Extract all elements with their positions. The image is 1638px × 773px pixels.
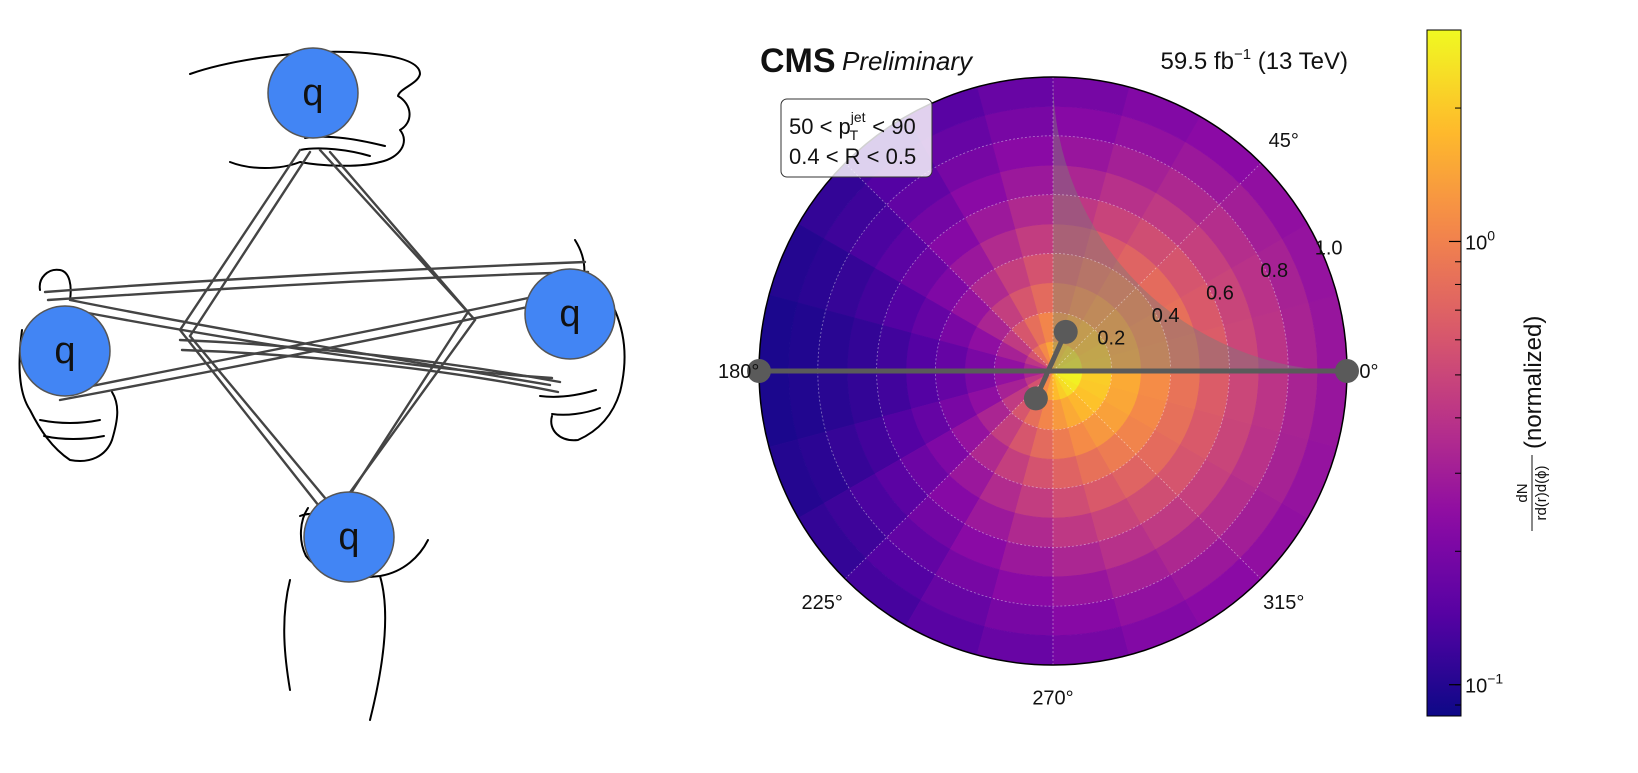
hand-top xyxy=(189,50,421,169)
radial-tick-label: 0.4 xyxy=(1152,305,1180,327)
quark-bottom: q xyxy=(303,491,395,583)
radial-tick-label: 0.6 xyxy=(1206,282,1234,304)
heatmap-cell xyxy=(1194,370,1230,417)
colorbar-label-denominator: rd(r)d(ϕ) xyxy=(1533,465,1550,520)
r-range-label: 0.4 < R < 0.5 xyxy=(789,144,916,169)
colorbar-ticks: 100 10−1 xyxy=(1449,29,1503,706)
heatmap-cell xyxy=(876,325,912,372)
angular-gridline xyxy=(844,162,1054,372)
experiment-label: CMS xyxy=(760,42,836,80)
axis-marker xyxy=(747,359,771,383)
quark-left: q xyxy=(19,305,111,397)
status-label: Preliminary xyxy=(842,46,974,76)
quark-label: q xyxy=(302,72,323,114)
radial-tick-label: 0.2 xyxy=(1097,327,1125,349)
colorbar-label-suffix: (normalized) xyxy=(1520,316,1547,449)
angular-tick-label: 270° xyxy=(1032,687,1073,709)
axis-marker xyxy=(1335,359,1359,383)
colorbar-label: dN rd(r)d(ϕ) (normalized) xyxy=(1514,316,1550,531)
subjet-marker xyxy=(1053,319,1078,344)
angular-gridline xyxy=(1052,370,1262,580)
quark-top: q xyxy=(267,47,359,139)
radial-tick-label: 1.0 xyxy=(1315,237,1343,259)
subjet-marker xyxy=(1023,386,1048,411)
cats-cradle-illustration: q q q q xyxy=(18,47,626,721)
angular-gridline xyxy=(1052,162,1262,372)
luminosity-label: 59.5 fb−1 (13 TeV) xyxy=(1161,46,1348,75)
heatmap-cell xyxy=(1007,194,1054,230)
angular-tick-labels: 0° 45° 180° 225° 270° 315° xyxy=(718,130,1378,709)
quark-label: q xyxy=(54,330,75,372)
quadrant-overlay-mask xyxy=(1053,77,1347,371)
angular-tick-label: 180° xyxy=(718,361,759,383)
angular-tick-label: 315° xyxy=(1263,592,1304,614)
colorbar-label-numerator: dN xyxy=(1514,483,1531,502)
polar-heatmap: 0.2 0.4 0.6 0.8 1.0 0° 45° 180° 225° 270° 315° xyxy=(718,76,1378,709)
jet-axis xyxy=(747,359,1359,383)
angular-gridline xyxy=(844,370,1054,580)
quark-label: q xyxy=(338,516,359,558)
quadrant-overlay xyxy=(1053,77,1347,371)
hand-left xyxy=(18,268,119,462)
quark-right: q xyxy=(524,268,616,360)
heatmap-cell xyxy=(1007,512,1054,548)
heatmap-cell xyxy=(876,370,912,417)
angular-tick-label: 0° xyxy=(1359,361,1378,383)
radial-tick-label: 0.8 xyxy=(1260,260,1288,282)
colorbar-tick-label: 10−1 xyxy=(1465,671,1503,698)
subjet-axis-line xyxy=(1033,330,1069,400)
quark-label: q xyxy=(559,293,580,335)
subjet-axis xyxy=(1023,319,1078,411)
heatmap-cell xyxy=(1052,512,1099,548)
angular-tick-label: 45° xyxy=(1269,130,1299,152)
colorbar-tick-label: 100 xyxy=(1465,227,1495,254)
colorbar-gradient xyxy=(1426,29,1462,717)
heatmap-cells xyxy=(758,76,1348,666)
angular-tick-label: 225° xyxy=(802,592,843,614)
colorbar: 100 10−1 dN rd(r)d(ϕ) (normalized) xyxy=(1426,29,1550,717)
radial-tick-labels: 0.2 0.4 0.6 0.8 1.0 xyxy=(1097,237,1342,349)
